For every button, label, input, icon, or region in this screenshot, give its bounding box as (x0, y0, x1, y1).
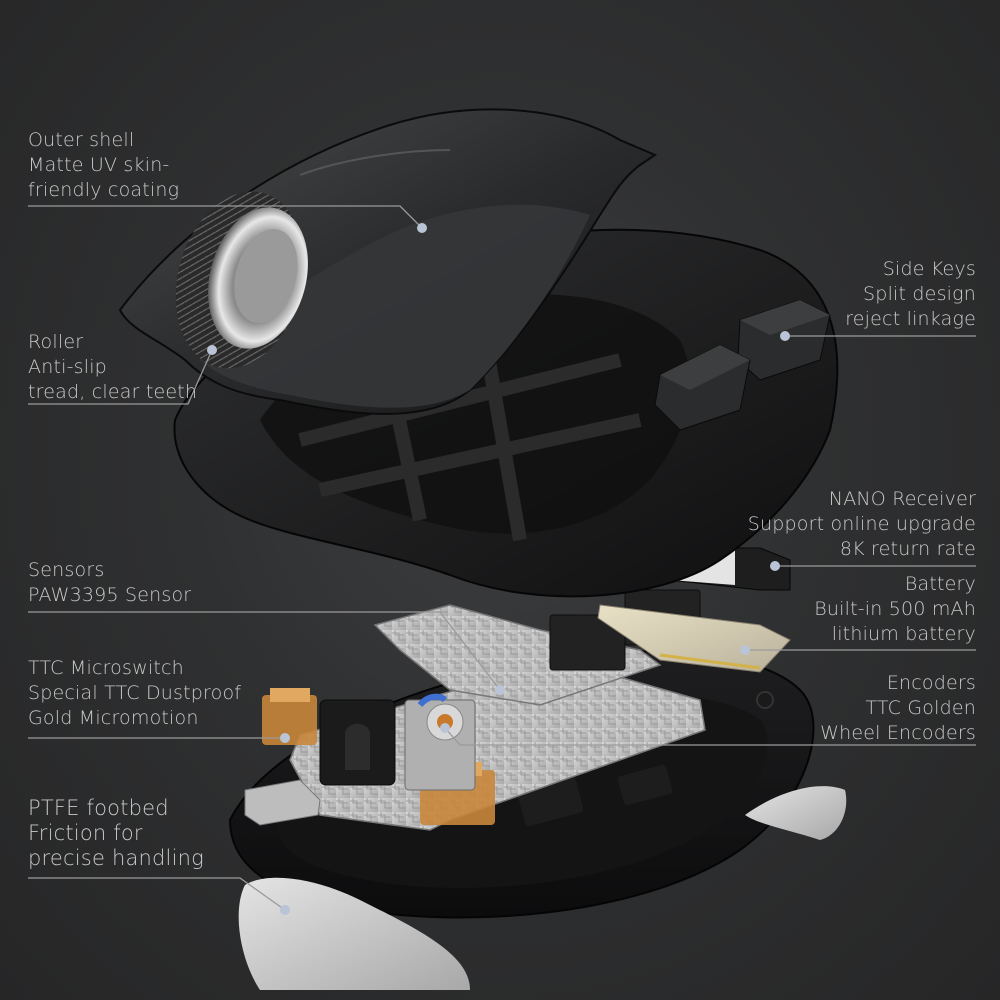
callout-detail: tread, clear teeth (28, 381, 198, 403)
callout-detail: precise handling (28, 846, 204, 870)
callout-title: Outer shell (28, 129, 135, 151)
dot-ptfe (280, 905, 290, 915)
callout-title: Battery (904, 573, 976, 595)
dot-outer-shell (417, 223, 427, 233)
dot-side-keys (780, 331, 790, 341)
callout-encoders: Encoders TTC Golden Wheel Encoders (820, 671, 976, 746)
callout-microswitch: TTC Microswitch Special TTC Dustproof Go… (28, 656, 241, 731)
leader-outer-shell (28, 205, 423, 229)
callout-title: Sensors (28, 559, 105, 581)
callout-detail: 8K return rate (839, 538, 976, 560)
callout-title: NANO Receiver (828, 488, 976, 510)
callout-detail: lithium battery (831, 623, 976, 645)
callout-title: Encoders (886, 672, 976, 694)
callout-sensors: Sensors PAW3395 Sensor (28, 558, 191, 608)
callout-title: TTC Microswitch (28, 657, 184, 679)
callout-title: PTFE footbed (28, 796, 169, 820)
callout-detail: reject linkage (845, 308, 976, 330)
callout-detail: Anti-slip (28, 356, 107, 378)
callout-roller: Roller Anti-slip tread, clear teeth (28, 330, 197, 405)
callout-detail: friendly coating (28, 179, 180, 201)
ptfe-foot-front (238, 877, 470, 990)
callout-detail: Support online upgrade (747, 513, 976, 535)
callout-nano-receiver: NANO Receiver Support online upgrade 8K … (748, 487, 976, 562)
callout-detail: Special TTC Dustproof (28, 682, 242, 704)
leader-ptfe (28, 877, 286, 911)
callout-title: Side Keys (882, 258, 976, 280)
ptfe-foot-rear (745, 786, 847, 840)
leader-roller (28, 349, 213, 405)
dot-sensors (495, 685, 505, 695)
callout-detail: TTC Golden (865, 697, 976, 719)
leader-sensors (28, 611, 501, 691)
callout-detail: Split design (863, 283, 976, 305)
callout-battery: Battery Built-in 500 mAh lithium battery (814, 572, 976, 647)
callout-detail: PAW3395 Sensor (28, 584, 192, 606)
scroll-wheel (175, 191, 308, 369)
dot-microswitch (280, 733, 290, 743)
callout-title: Roller (28, 331, 84, 353)
callout-detail: Wheel Encoders (820, 722, 976, 744)
wheel-encoder (404, 693, 476, 791)
callout-detail: Friction for (28, 821, 143, 845)
callout-detail: Built-in 500 mAh (814, 598, 976, 620)
dot-encoders (440, 723, 450, 733)
leader-encoders (444, 727, 976, 746)
callout-outer-shell: Outer shell Matte UV skin- friendly coat… (28, 128, 179, 203)
dot-roller (207, 345, 217, 355)
callout-side-keys: Side Keys Split design reject linkage (845, 257, 976, 332)
microswitch-left (262, 688, 317, 745)
dot-nano-receiver (770, 561, 780, 571)
metal-bracket (244, 779, 321, 826)
dot-battery (740, 645, 750, 655)
callout-ptfe-footbed: PTFE footbed Friction for precise handli… (28, 796, 204, 871)
side-key-front (654, 344, 751, 431)
callout-detail: Matte UV skin- (28, 154, 170, 176)
callout-detail: Gold Micromotion (28, 707, 199, 729)
battery-cell (597, 604, 791, 673)
